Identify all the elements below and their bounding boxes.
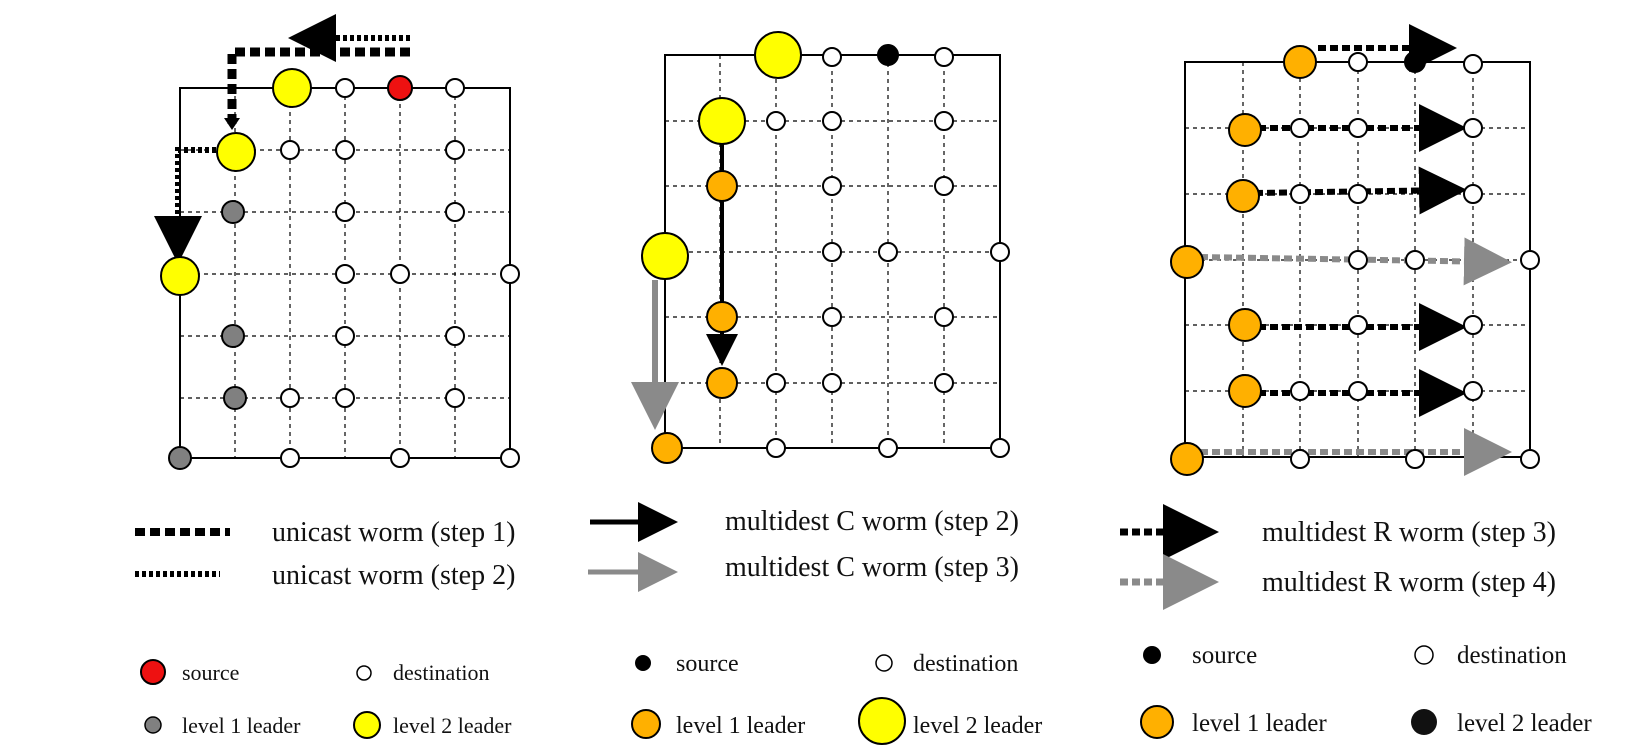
legend-level1: level 1 leader — [676, 713, 805, 739]
source-node — [1404, 51, 1426, 73]
legend-level2: level 2 leader — [913, 713, 1042, 739]
legend-level2: level 2 leader — [393, 713, 512, 738]
legend-destination: destination — [1457, 642, 1567, 669]
legend-level1-icon — [1140, 705, 1174, 739]
legend-level2-icon — [353, 711, 381, 739]
unicast-worm-step2-left — [154, 147, 216, 264]
legend-source: source — [182, 660, 239, 685]
level2-leader-node — [160, 256, 200, 296]
legend-destination-icon — [875, 654, 893, 672]
legend-worm-2: unicast worm (step 2) — [272, 560, 515, 591]
legend-level1-icon — [144, 716, 162, 734]
legend-level2-icon — [858, 697, 906, 745]
panel-1-mesh — [154, 14, 520, 470]
level1-leader-node — [706, 170, 738, 202]
legend-source-icon — [1143, 646, 1161, 664]
panel-3-mesh — [1170, 24, 1540, 476]
legend-level2: level 2 leader — [1457, 710, 1592, 737]
legend-level1-icon — [631, 709, 661, 739]
panel-3-legend: multidest R worm (step 3) multidest R wo… — [1120, 504, 1592, 739]
source-node — [387, 75, 413, 101]
legend-destination-icon — [356, 665, 372, 681]
panel-2-mesh — [631, 31, 1010, 464]
legend-worm-1: multidest R worm (step 3) — [1262, 517, 1556, 548]
level1-leader-node — [221, 200, 245, 224]
legend-worm-2: multidest C worm (step 3) — [725, 552, 1019, 583]
legend-worm-1: unicast worm (step 1) — [272, 517, 515, 548]
legend-source: source — [1192, 642, 1257, 669]
legend-destination: destination — [393, 660, 490, 685]
legend-destination: destination — [913, 651, 1018, 677]
panel-2-legend: multidest C worm (step 2) multidest C wo… — [588, 502, 1042, 745]
level2-leader-node — [272, 68, 312, 108]
level2-leader-node — [216, 132, 256, 172]
legend-destination-icon — [1414, 645, 1434, 665]
legend-level1: level 1 leader — [182, 713, 301, 738]
legend-worm-1: multidest C worm (step 2) — [725, 506, 1019, 537]
legend-level2-icon — [1411, 709, 1437, 735]
legend-source-icon — [635, 655, 651, 671]
unicast-worm-step1-path — [227, 47, 410, 128]
legend-source-icon — [140, 659, 166, 685]
legend-worm-2: multidest R worm (step 4) — [1262, 567, 1556, 598]
panel-1-legend: unicast worm (step 1) unicast worm (step… — [135, 517, 515, 739]
legend-level1: level 1 leader — [1192, 710, 1327, 737]
legend-source: source — [676, 651, 739, 677]
source-node — [877, 44, 899, 66]
